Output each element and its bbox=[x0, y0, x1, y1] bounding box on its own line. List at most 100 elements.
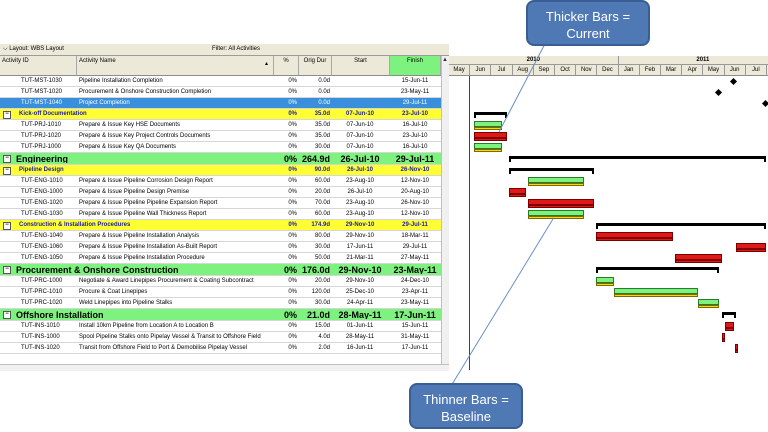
column-header-activity-name[interactable]: Activity Name▴ bbox=[77, 56, 274, 76]
vertical-scrollbar[interactable] bbox=[441, 56, 450, 370]
summary-bar[interactable] bbox=[595, 223, 766, 226]
baseline-bar[interactable] bbox=[474, 138, 507, 141]
current-bar[interactable] bbox=[595, 277, 614, 283]
baseline-bar[interactable] bbox=[675, 260, 722, 263]
summary-bar[interactable] bbox=[595, 267, 719, 270]
summary-bar[interactable] bbox=[474, 112, 507, 115]
activity-name: Spool Pipeline Stalks onto Pipelay Vesse… bbox=[79, 334, 261, 340]
current-bar[interactable] bbox=[735, 243, 766, 249]
layout-selector[interactable]: ⌵ Layout: WBS Layout bbox=[3, 46, 64, 52]
finish-date: 23-May-11 bbox=[400, 89, 430, 95]
activity-name: Prepare & Issue Key Project Controls Doc… bbox=[79, 133, 211, 139]
layout-toolbar: ⌵ Layout: WBS Layout Filter: All Activit… bbox=[0, 44, 449, 56]
percent-complete: 0% bbox=[288, 200, 297, 206]
start-date: 07-Jun-10 bbox=[345, 111, 374, 117]
collapse-toggle-icon[interactable]: − bbox=[3, 155, 11, 163]
current-bar[interactable] bbox=[722, 333, 726, 339]
timescale-month: Oct bbox=[555, 65, 577, 76]
current-bar[interactable] bbox=[474, 132, 507, 138]
baseline-bar[interactable] bbox=[735, 249, 766, 252]
column-header-activity-id[interactable]: Activity ID bbox=[0, 56, 77, 76]
current-bar[interactable] bbox=[675, 254, 722, 260]
current-bar[interactable] bbox=[735, 344, 739, 350]
column-header-percent[interactable]: % bbox=[274, 56, 299, 76]
baseline-bar[interactable] bbox=[614, 294, 698, 297]
baseline-bar[interactable] bbox=[698, 305, 719, 308]
current-bar[interactable] bbox=[509, 188, 527, 194]
collapse-toggle-icon[interactable]: − bbox=[3, 311, 11, 319]
collapse-toggle-icon[interactable]: − bbox=[3, 222, 11, 230]
timescale-month: Jun bbox=[724, 65, 746, 76]
current-bar[interactable] bbox=[474, 121, 502, 127]
summary-bar[interactable] bbox=[509, 168, 594, 171]
start-date: 23-Aug-10 bbox=[345, 178, 375, 184]
collapse-toggle-icon[interactable]: − bbox=[3, 266, 11, 274]
start-date: 28-May-11 bbox=[338, 310, 382, 319]
activity-name: Prepare & Issue Pipeline Installation An… bbox=[79, 233, 200, 239]
baseline-bar[interactable] bbox=[528, 183, 584, 186]
baseline-bar[interactable] bbox=[474, 127, 502, 130]
baseline-bar[interactable] bbox=[735, 350, 739, 353]
current-bar[interactable] bbox=[614, 288, 698, 294]
current-bar[interactable] bbox=[698, 299, 719, 305]
orig-duration: 0.0d bbox=[318, 89, 330, 95]
finish-date: 20-Aug-10 bbox=[400, 189, 430, 195]
collapse-toggle-icon[interactable]: − bbox=[3, 167, 11, 175]
current-bar[interactable] bbox=[595, 232, 673, 238]
baseline-bar[interactable] bbox=[509, 194, 527, 197]
finish-date: 26-Nov-10 bbox=[400, 200, 429, 206]
callout-text: Thinner Bars = Baseline bbox=[423, 392, 509, 424]
baseline-bar[interactable] bbox=[722, 339, 726, 342]
percent-complete: 0% bbox=[288, 289, 297, 295]
summary-bar[interactable] bbox=[722, 312, 736, 315]
baseline-bar[interactable] bbox=[528, 205, 594, 208]
current-bar[interactable] bbox=[528, 210, 584, 216]
baseline-bar[interactable] bbox=[474, 149, 502, 152]
start-date: 07-Jun-10 bbox=[346, 144, 374, 150]
percent-complete: 0% bbox=[288, 244, 297, 250]
current-bar[interactable] bbox=[528, 177, 584, 183]
orig-duration: 0.0d bbox=[318, 78, 330, 84]
current-bar[interactable] bbox=[528, 199, 594, 205]
column-header-finish[interactable]: Finish bbox=[390, 56, 441, 76]
filter-label[interactable]: Filter: All Activities bbox=[212, 46, 261, 52]
baseline-bar[interactable] bbox=[595, 238, 673, 241]
collapse-toggle-icon[interactable]: − bbox=[3, 111, 11, 119]
current-bar[interactable] bbox=[724, 322, 735, 328]
baseline-bar[interactable] bbox=[724, 328, 735, 331]
column-header-orig-dur[interactable]: Orig Dur bbox=[299, 56, 332, 76]
scroll-up-icon[interactable]: ▲ bbox=[442, 57, 448, 63]
summary-bar-end bbox=[722, 312, 725, 318]
column-header-start[interactable]: Start bbox=[332, 56, 390, 76]
baseline-bar[interactable] bbox=[595, 283, 614, 286]
summary-bar[interactable] bbox=[509, 156, 766, 159]
horizontal-scrollbar[interactable] bbox=[0, 364, 449, 371]
current-bar[interactable] bbox=[474, 143, 502, 149]
baseline-bar[interactable] bbox=[528, 216, 584, 219]
